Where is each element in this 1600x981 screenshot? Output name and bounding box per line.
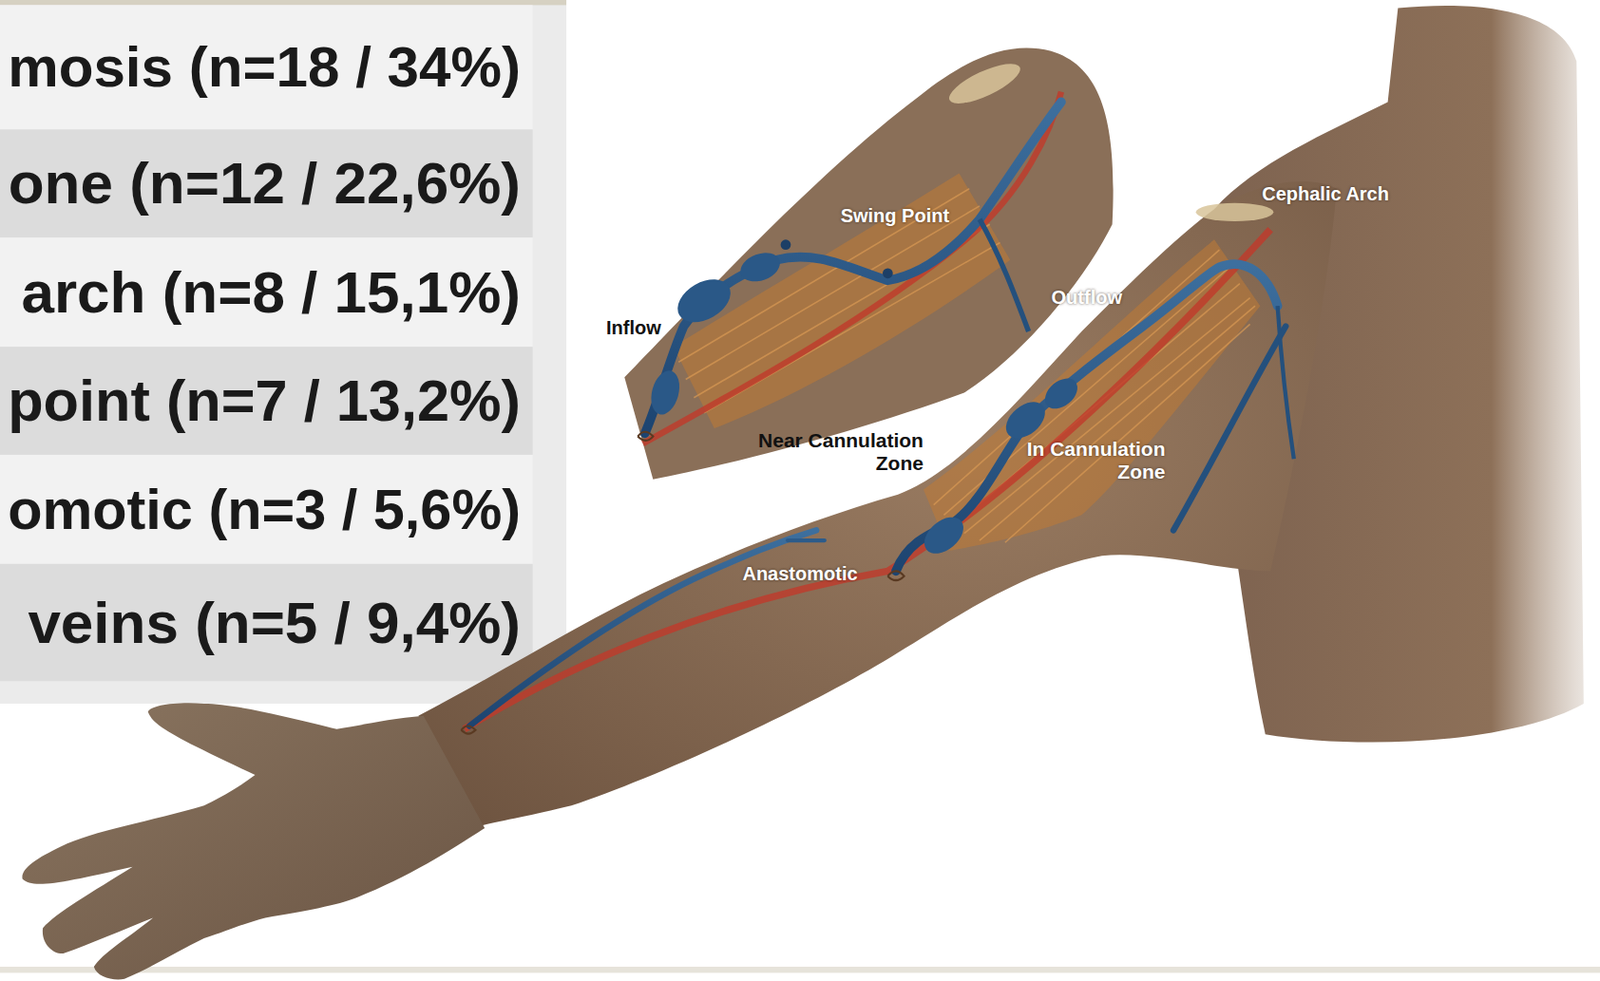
part-label: Cephalic Arch (1261, 183, 1390, 206)
bone (1196, 203, 1275, 222)
panel-rule (0, 0, 567, 5)
table-cell: mosis (n=18 / 34%) (7, 38, 521, 96)
aneurysm (669, 270, 738, 332)
branch-vein (979, 219, 1029, 332)
table-cell: omotic (n=3 / 5,6%) (7, 481, 521, 538)
aneurysm (1039, 372, 1084, 416)
table-cell: arch (n=8 / 15,1%) (20, 263, 521, 323)
branch-vein (1277, 305, 1295, 459)
table-panel (0, 0, 567, 705)
aneurysm (736, 247, 784, 287)
needle-site (780, 239, 792, 250)
table-cell: one (n=12 / 22,6%) (8, 153, 521, 213)
part-label: Swing Point (840, 205, 950, 228)
vein-fork (787, 538, 825, 543)
forearm-vein (469, 530, 817, 726)
inset-vein (645, 101, 1062, 434)
part-label: Near Cannulation Zone (733, 429, 924, 476)
table-row (0, 129, 534, 238)
needle-site (882, 267, 894, 279)
part-label: In Cannulation Zone (1012, 438, 1165, 484)
table-row (0, 346, 534, 456)
anastomosis (637, 432, 653, 441)
deep-vein (1173, 326, 1286, 532)
table-row (0, 455, 534, 565)
hand (21, 703, 485, 980)
anastomosis (887, 571, 904, 581)
table-cell: veins (n=5 / 9,4%) (27, 593, 521, 653)
table-row (0, 4, 534, 130)
table-cell: point (n=7 / 13,2%) (7, 371, 521, 430)
inset-arm (624, 47, 1113, 479)
part-label: Anastomotic (742, 563, 858, 586)
aneurysm (647, 367, 685, 419)
bottom-rule (0, 967, 1600, 973)
bone (944, 56, 1026, 112)
table-row (0, 564, 534, 682)
part-label: Inflow (606, 317, 662, 340)
artery (643, 92, 1062, 444)
anastomosis (460, 726, 476, 735)
table-row (0, 237, 534, 347)
aneurysm (917, 510, 972, 561)
part-label: Outflow (1051, 286, 1123, 309)
